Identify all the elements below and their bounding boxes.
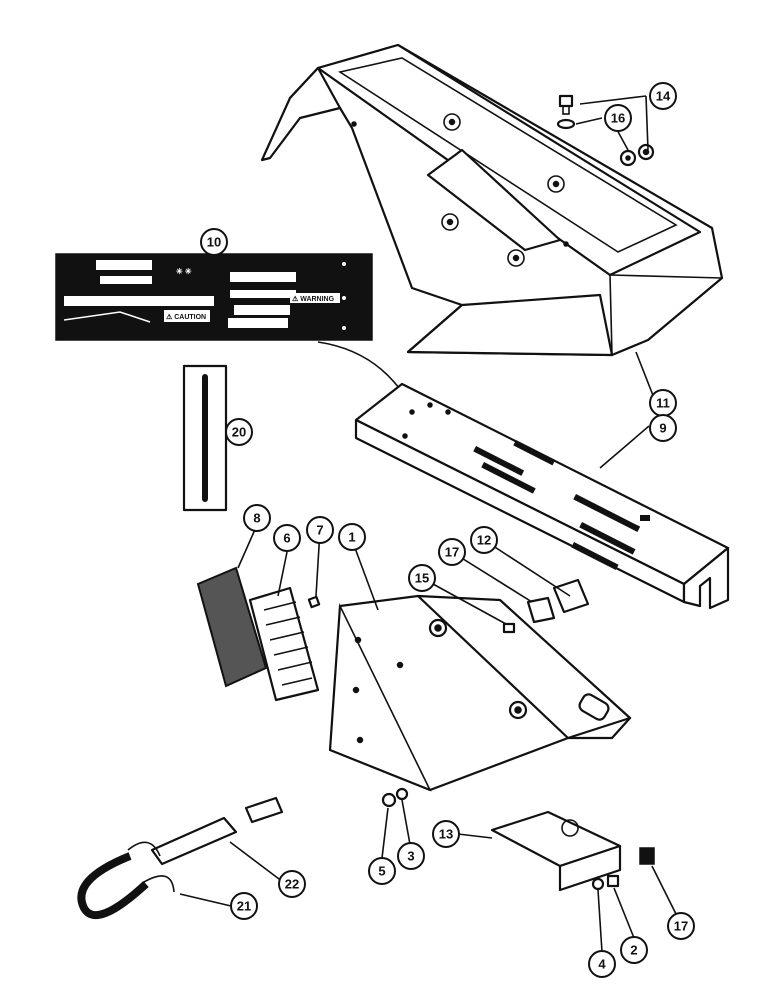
callout-5-label: 5 [378, 864, 385, 879]
callout-22: 22 [278, 870, 306, 898]
callout-4: 4 [588, 950, 616, 978]
callout-15: 15 [408, 564, 436, 592]
callout-20-label: 20 [232, 425, 246, 440]
callout-3: 3 [397, 842, 425, 870]
cover-plate-part-13 [490, 810, 622, 892]
callout-6: 6 [273, 524, 301, 552]
decal-caution-text: ⚠ CAUTION [166, 313, 206, 321]
callout-2: 2 [620, 936, 648, 964]
mounting-bracket-part-1 [328, 594, 632, 792]
bolt-washer-hardware-14-16 [556, 94, 655, 167]
comb-plate-part-6 [248, 586, 320, 702]
console-shroud-part-11 [260, 43, 724, 357]
callout-10: 10 [200, 228, 228, 256]
callout-16-label: 16 [611, 111, 625, 126]
screw-part-7 [307, 595, 321, 609]
callout-22-label: 22 [285, 877, 299, 892]
control-panel-plate-part-9 [354, 382, 730, 610]
callout-8-label: 8 [253, 511, 260, 526]
callout-7-label: 7 [316, 523, 323, 538]
callout-13: 13 [432, 820, 460, 848]
callout-17-lower: 17 [667, 912, 695, 940]
callout-9-label: 9 [659, 421, 666, 436]
callout-2-label: 2 [630, 943, 637, 958]
callout-9: 9 [649, 414, 677, 442]
callout-7: 7 [306, 516, 334, 544]
callout-15-label: 15 [415, 571, 429, 586]
callout-4-label: 4 [598, 957, 606, 972]
callout-21-label: 21 [237, 899, 251, 914]
callout-13-label: 13 [439, 827, 453, 842]
callout-11-label: 11 [656, 396, 670, 411]
callout-14-label: 14 [656, 89, 671, 104]
callout-10-label: 10 [207, 235, 221, 250]
washer-bolt-4-2 [591, 874, 620, 891]
small-hardware-12-15-17 [502, 578, 590, 634]
instrument-decal-part-10: ✳ ✳ ⚠ WARNING ⚠ CAUTION [55, 253, 373, 341]
decal-warning-text: ⚠ WARNING [292, 295, 335, 303]
callout-8: 8 [243, 504, 271, 532]
callout-21: 21 [230, 892, 258, 920]
callout-17-lower-label: 17 [674, 919, 688, 934]
strip-decal-part-20 [182, 364, 228, 512]
callout-12: 12 [470, 526, 498, 554]
callout-3-label: 3 [407, 849, 414, 864]
callout-1: 1 [338, 523, 366, 551]
callout-11: 11 [649, 389, 677, 417]
clip-part-17b [639, 847, 655, 865]
callout-17-upper-label: 17 [445, 545, 459, 560]
decal-placement-arc [317, 341, 403, 393]
nut-washer-5-3 [381, 787, 409, 808]
leader-lines [179, 95, 677, 953]
foam-pad-part-8 [196, 566, 268, 688]
callout-16: 16 [604, 104, 632, 132]
callout-20: 20 [225, 418, 253, 446]
callout-14: 14 [649, 82, 677, 110]
callout-6-label: 6 [283, 531, 290, 546]
callout-5: 5 [368, 857, 396, 885]
callout-17-upper: 17 [438, 538, 466, 566]
callout-12-label: 12 [477, 533, 491, 548]
strap-plate-part-22 [150, 796, 284, 866]
callout-1-label: 1 [348, 530, 355, 545]
bungee-strap-part-21 [77, 841, 175, 920]
svg-text:✳ ✳: ✳ ✳ [176, 267, 192, 276]
